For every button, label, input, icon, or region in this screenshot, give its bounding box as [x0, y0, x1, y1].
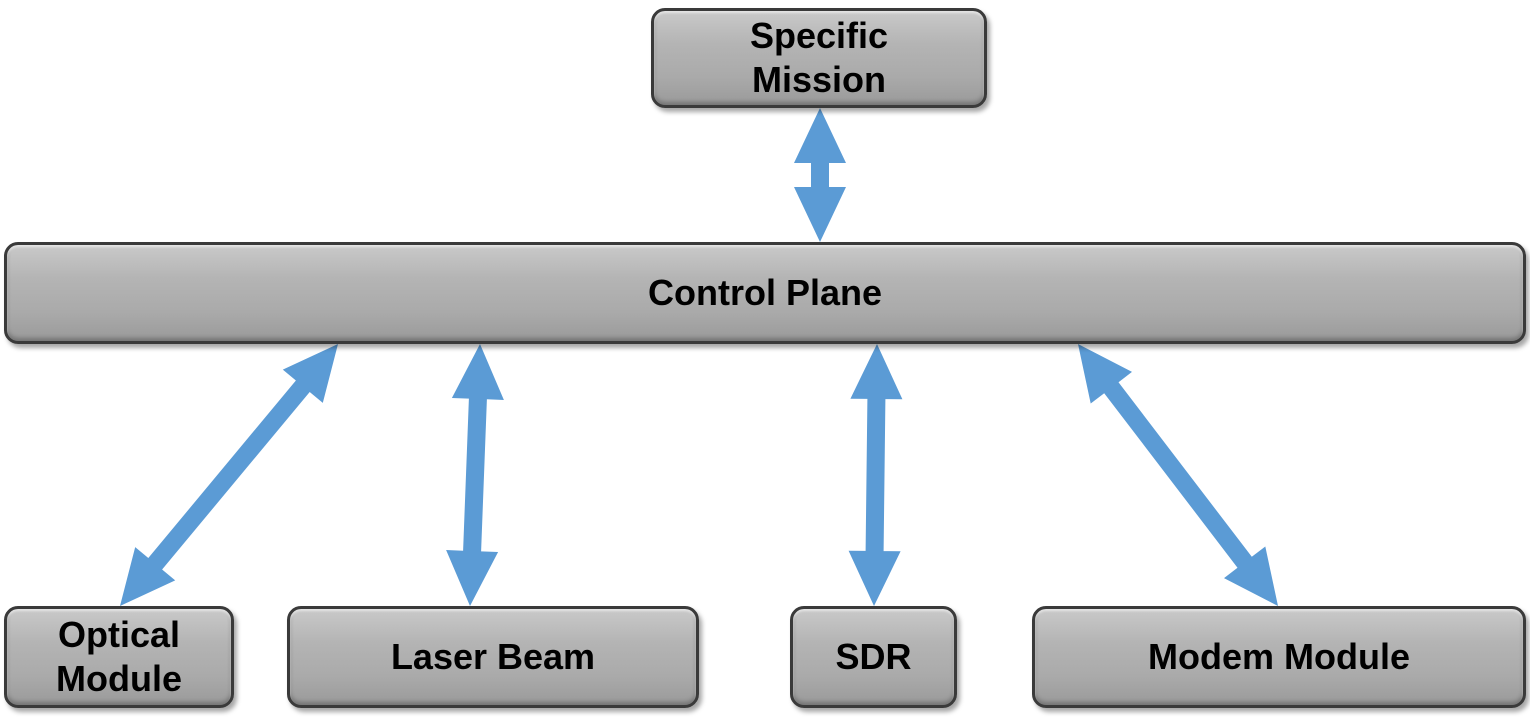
arrow-mission-control	[794, 108, 846, 242]
arrow-control-modem	[1078, 344, 1278, 606]
arrow-control-laser	[446, 344, 504, 606]
specific-mission-label: Specific Mission	[749, 15, 889, 100]
laser-beam-label: Laser Beam	[390, 636, 596, 677]
modem-module-box: Modem Module	[1032, 606, 1526, 708]
optical-module-label: Optical Module	[56, 614, 182, 699]
control-plane-label: Control Plane	[647, 272, 883, 313]
arrow-control-sdr	[848, 344, 903, 606]
sdr-label: SDR	[835, 636, 912, 677]
laser-beam-box: Laser Beam	[287, 606, 699, 708]
modem-module-label: Modem Module	[1148, 636, 1410, 677]
optical-module-box: Optical Module	[4, 606, 234, 708]
control-plane-box: Control Plane	[4, 242, 1526, 344]
sdr-box: SDR	[790, 606, 957, 708]
arrow-control-optical	[120, 344, 338, 606]
specific-mission-box: Specific Mission	[651, 8, 987, 108]
